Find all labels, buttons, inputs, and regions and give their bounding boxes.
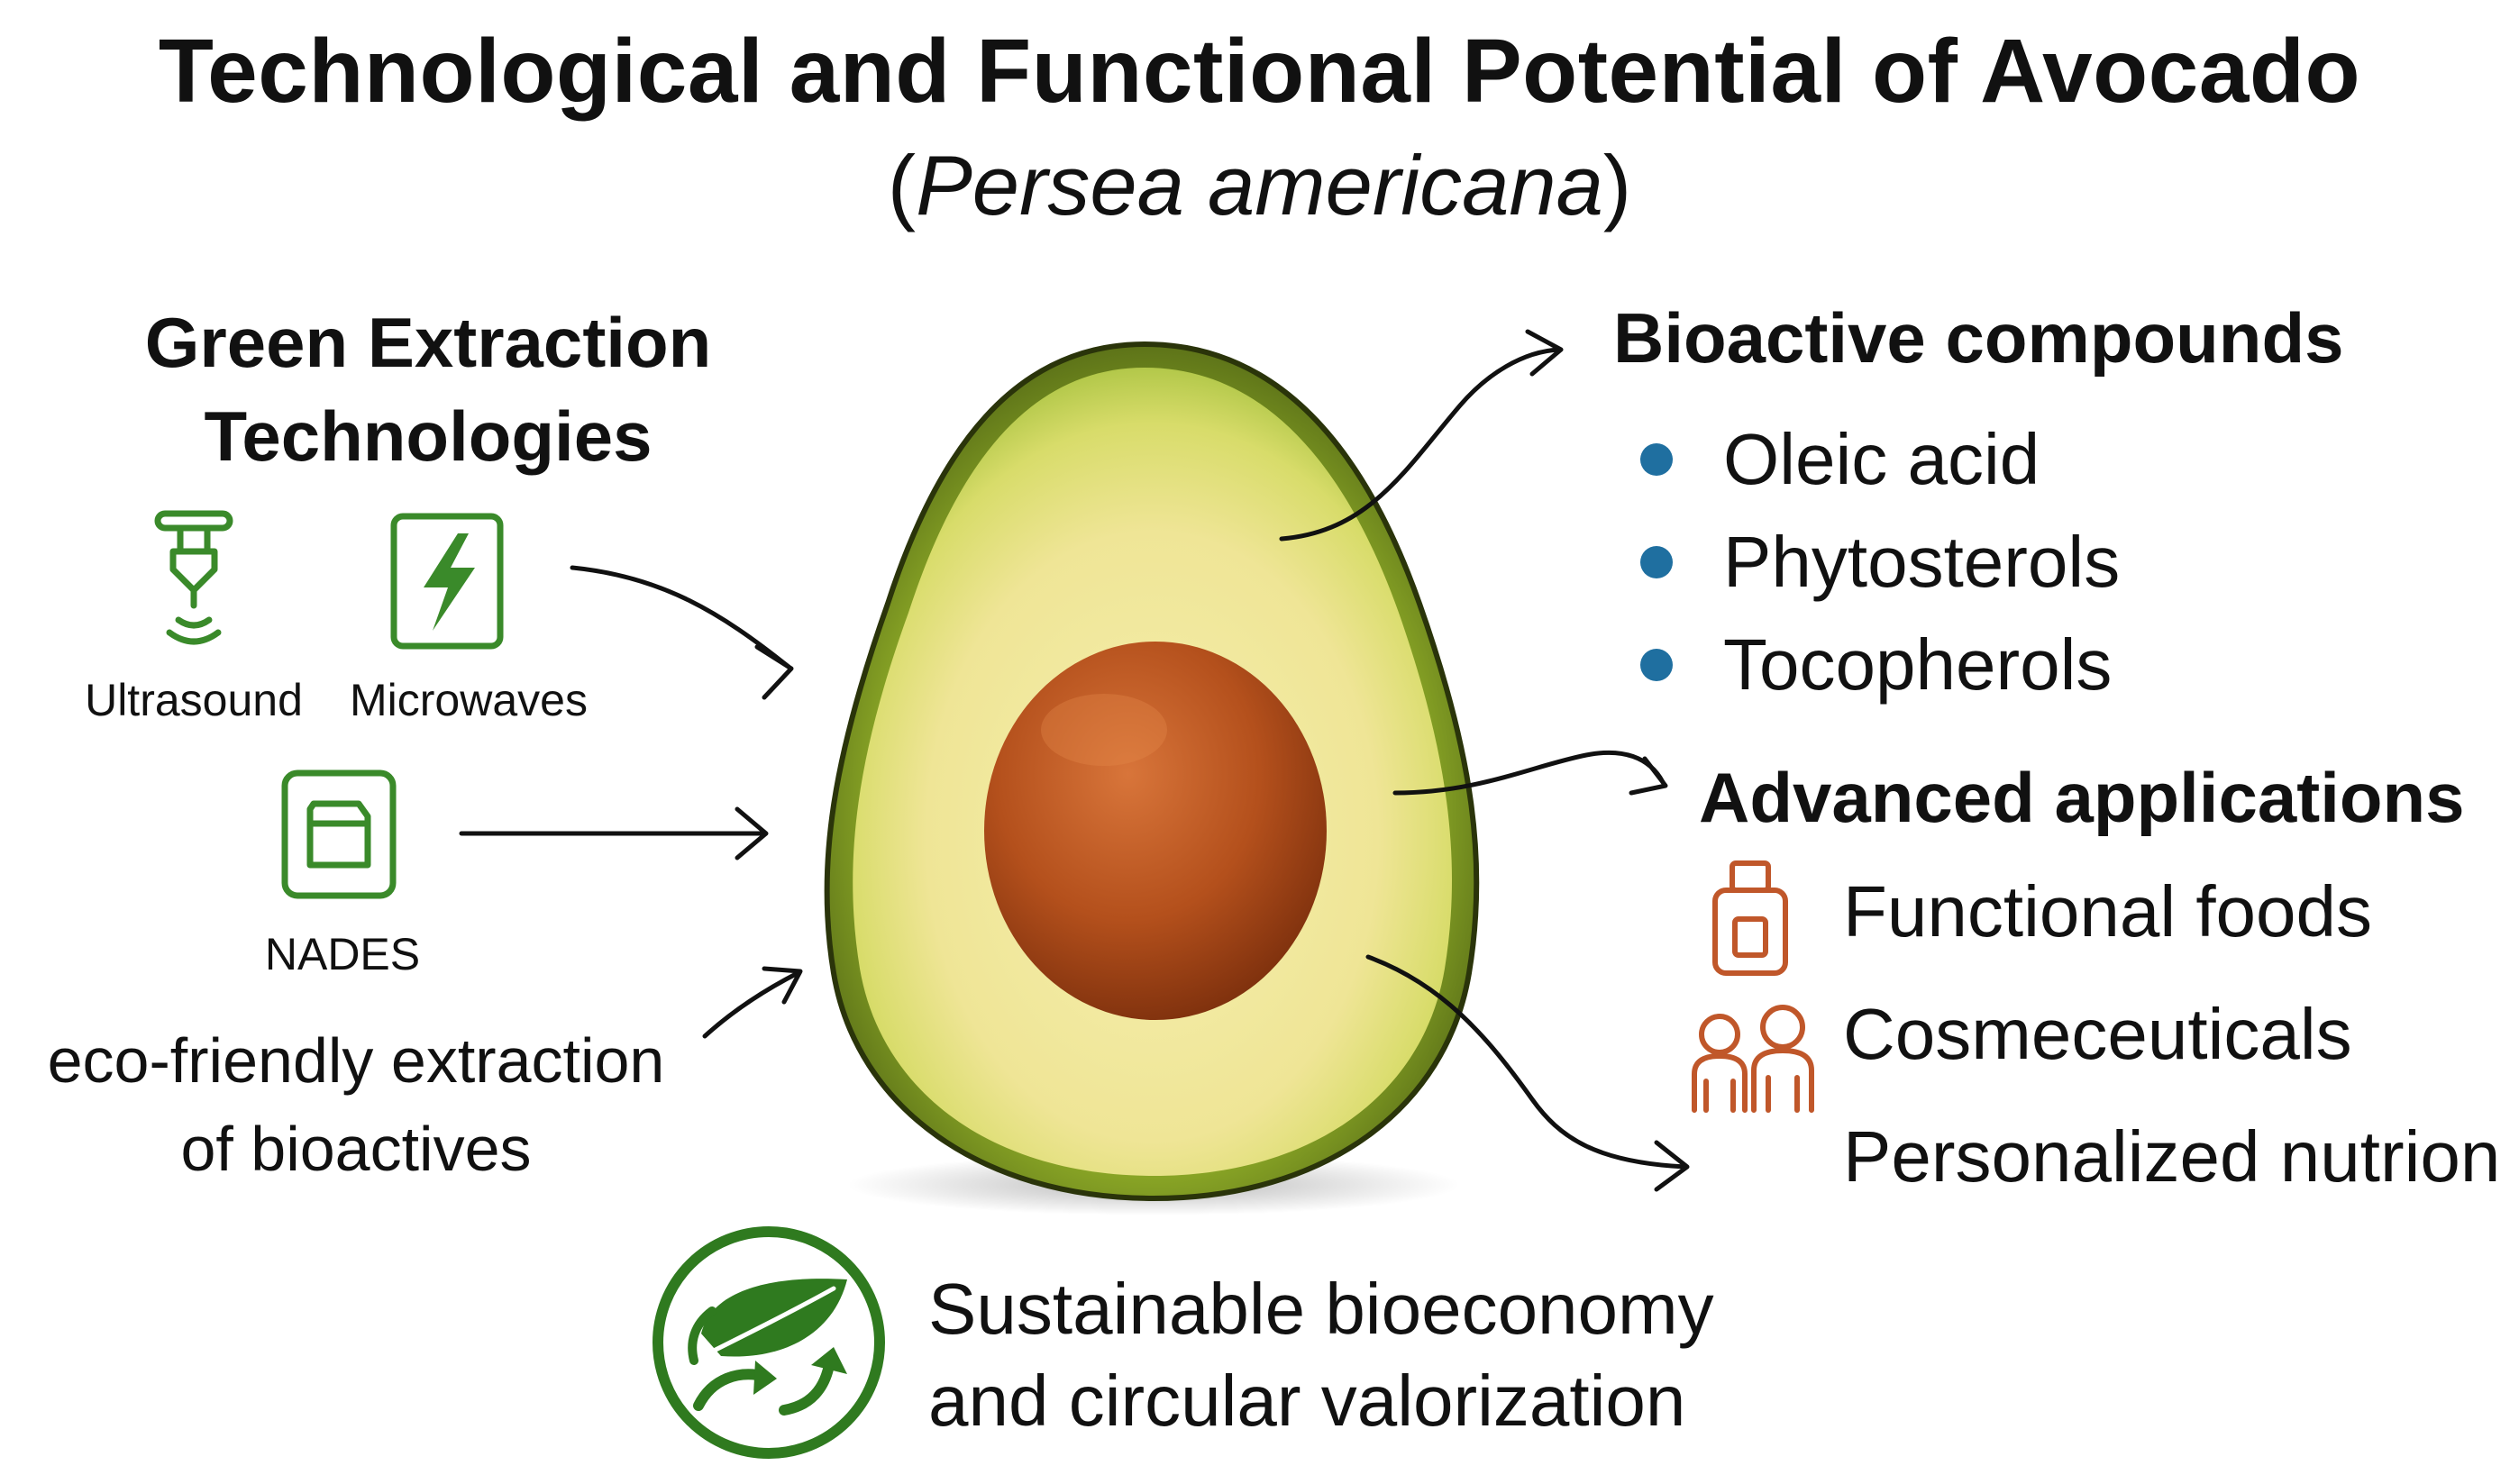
page-title: Technological and Functional Potential o… [158,21,2361,122]
application-personalized-nutrition: Personalized nutrion [1843,1116,2501,1197]
arrow-avocado-to-applications [1392,750,1666,796]
sustainability-line1: Sustainable bioeconomy [928,1269,1714,1349]
advanced-applications-heading: Advanced applications [1699,758,2465,837]
right-arrows [1279,329,1690,1192]
arrowhead-6 [1654,1140,1690,1192]
application-functional-foods: Functional foods [1843,871,2373,951]
application-cosmeceuticals: Cosmeceuticals [1843,994,2352,1074]
avocado-seed [984,642,1327,1020]
green-extraction-heading-line1: Green Extraction [144,303,712,382]
ultrasound-label: Ultrasound [85,675,303,725]
green-extraction-heading-line2: Technologies [204,396,653,476]
avocado-illustration [824,341,1480,1215]
bullet-dot [1640,443,1673,476]
arrow-avocado-to-nutrition [1365,954,1688,1170]
container-icon [281,769,397,899]
arrowhead-2 [735,806,769,860]
bioactive-item: Oleic acid [1640,410,2040,509]
left-arrows [459,565,803,1039]
sustainability-line2: and circular valorization [928,1361,1686,1441]
jar-icon [1712,860,1788,976]
bullet-dot [1640,546,1673,578]
leaf-recycle-icon [653,1226,885,1459]
bullet-dot [1640,649,1673,681]
page-subtitle: (Persea americana) [0,137,2519,234]
bioactive-compounds-heading: Bioactive compounds [1613,298,2344,378]
bioactive-item: Tocopherols [1640,615,2112,715]
bioactive-item-label: Phytosterols [1723,522,2121,602]
bioactive-item: Phytosterols [1640,513,2120,612]
arrow-eco-to-avocado [702,970,800,1039]
subtitle-open-paren: ( [887,138,917,232]
arrow-avocado-to-bioactives [1279,347,1562,542]
arrowhead-3 [762,966,803,1005]
eco-friendly-extraction-text: eco-friendly extraction of bioactives [0,1016,712,1193]
subtitle-close-paren: ) [1602,138,1632,232]
sustainability-text: Sustainable bioeconomy and circular valo… [928,1263,1714,1447]
people-icon [1692,1005,1814,1113]
eco-text-line2: of bioactives [180,1114,532,1184]
bioactive-item-label: Oleic acid [1723,419,2040,499]
seed-highlight [1041,694,1167,766]
ultrasound-probe-icon [154,510,233,645]
microwaves-label: Microwaves [350,675,588,725]
arrow-ultrasound-to-avocado [570,565,791,669]
green-extraction-heading: Green Extraction Technologies [36,296,820,483]
lightning-bolt-icon [390,513,504,650]
arrowhead-5 [1629,756,1668,796]
eco-text-line1: eco-friendly extraction [47,1025,665,1096]
arrowhead-1 [754,644,794,700]
nades-label: NADES [264,929,421,979]
bioactive-item-label: Tocopherols [1723,624,2113,705]
subtitle-species-name: Persea americana [916,138,1603,232]
arrowhead-4 [1525,329,1564,377]
